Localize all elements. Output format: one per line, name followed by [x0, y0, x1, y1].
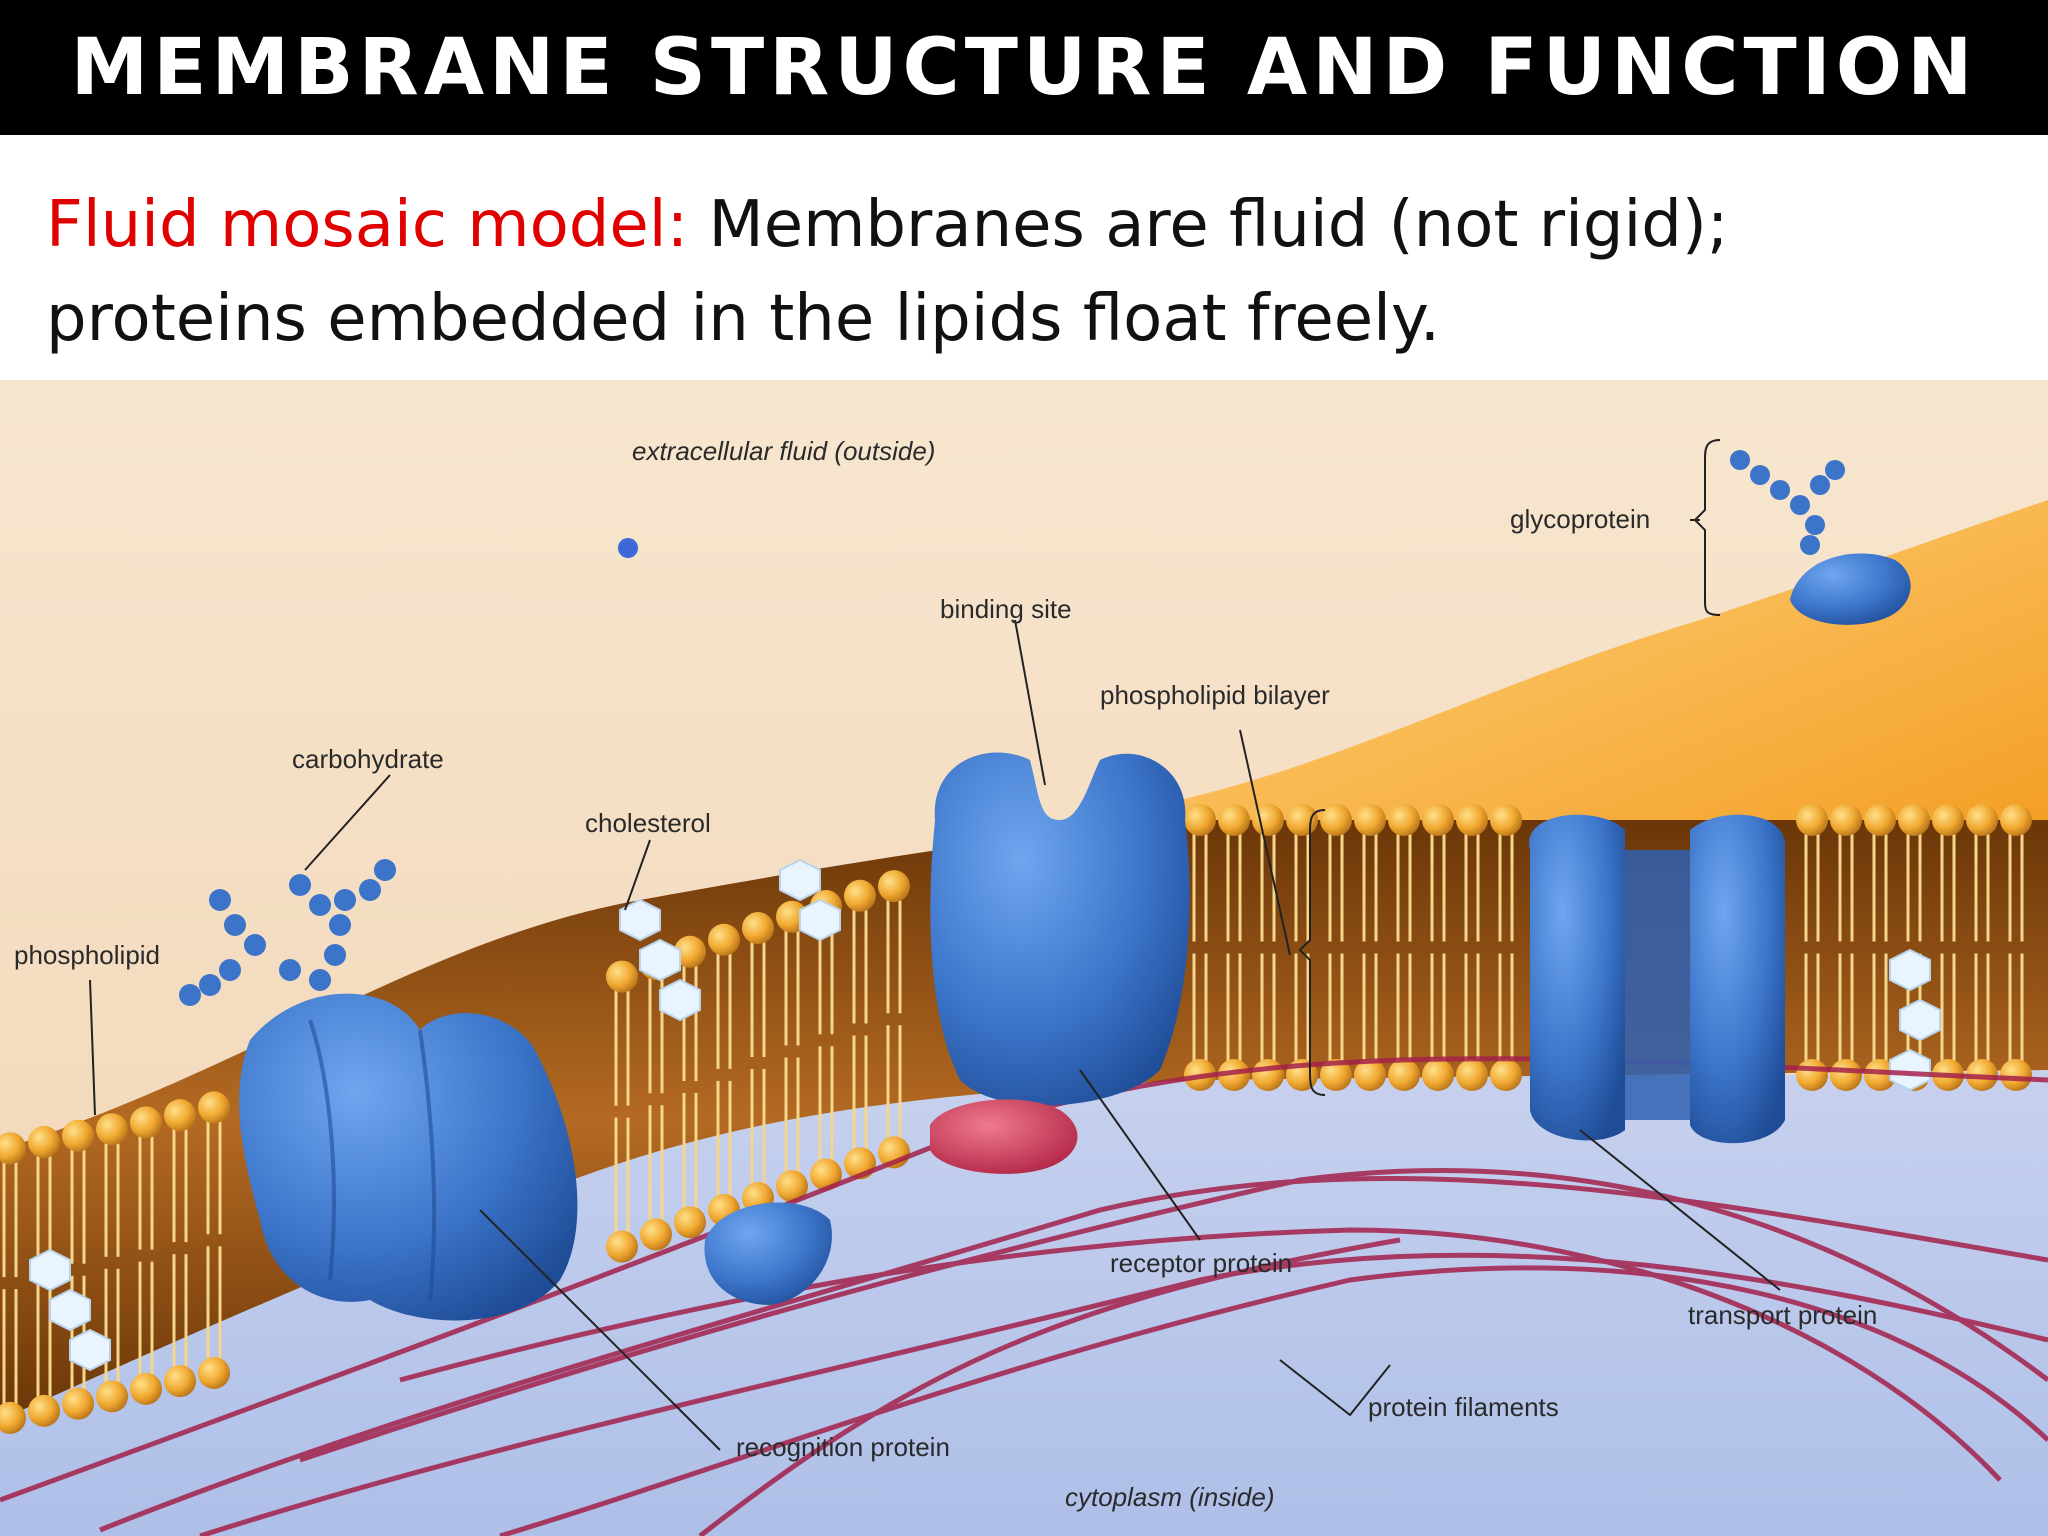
leader-binding-site [1014, 619, 1046, 786]
lipid-head [1864, 804, 1896, 836]
lipid-head [878, 870, 910, 903]
lipid-head [606, 960, 638, 993]
title-bar: MEMBRANE STRUCTURE AND FUNCTION [0, 0, 2048, 135]
lipid-head [674, 935, 706, 968]
lipid-head [96, 1113, 128, 1146]
lipid-head [28, 1394, 60, 1427]
label-receptor-protein: receptor protein [1110, 1248, 1292, 1278]
recognition-protein [239, 993, 578, 1321]
lipid-head [1252, 1059, 1284, 1091]
membrane-diagram: extracellular fluid (outside) glycoprote… [0, 380, 2048, 1536]
lipid-head [96, 1380, 128, 1413]
intro-line2: proteins embedded in the lipids float fr… [46, 282, 1441, 356]
lipid-head [1490, 1059, 1522, 1091]
lipid-head [1252, 804, 1284, 836]
red-peripheral-protein [930, 1099, 1078, 1174]
lipid-head [1864, 1059, 1896, 1091]
lipid-head [1286, 804, 1318, 836]
peripheral-protein [704, 1202, 832, 1305]
lipid-head [1388, 1059, 1420, 1091]
lipid-head [62, 1387, 94, 1420]
label-phospholipid: phospholipid [14, 940, 160, 970]
lipid-head [742, 912, 774, 945]
carbohydrate-chain [179, 859, 396, 1006]
lipid-head [164, 1365, 196, 1398]
label-cholesterol: cholesterol [585, 808, 711, 838]
lipid-head [130, 1372, 162, 1405]
lipid-head [1354, 1059, 1386, 1091]
lipid-head [1490, 804, 1522, 836]
leader-recognition [479, 1209, 721, 1451]
lipid-head [1456, 1059, 1488, 1091]
lipid-head [1796, 804, 1828, 836]
label-cytoplasm: cytoplasm (inside) [1065, 1482, 1275, 1512]
lipid-head [844, 879, 876, 912]
label-glycoprotein: glycoprotein [1510, 504, 1650, 534]
leader-transport [1579, 1129, 1781, 1291]
lipid-head [1354, 804, 1386, 836]
lipid-head [1456, 804, 1488, 836]
lipid-head [1218, 1059, 1250, 1091]
lipid-head [1796, 1059, 1828, 1091]
label-carbohydrate: carbohydrate [292, 744, 444, 774]
free-molecule [618, 538, 638, 558]
lipid-head [810, 1158, 842, 1191]
lipid-head [130, 1106, 162, 1139]
lipid-head [1184, 804, 1216, 836]
lipid-head [1320, 804, 1352, 836]
lipid-head [28, 1126, 60, 1159]
lipid-tails-inner [2, 953, 2024, 1404]
lipid-head [0, 1401, 26, 1434]
lipid-tails-outer [2, 834, 2024, 1278]
leader-receptor [1079, 1069, 1201, 1241]
slide-title: MEMBRANE STRUCTURE AND FUNCTION [70, 22, 1978, 113]
leader-bilayer [1239, 729, 1291, 956]
leader-phospholipid [89, 979, 96, 1116]
lipid-head [1830, 1059, 1862, 1091]
lipid-head [1422, 804, 1454, 836]
leader-cholesterol [624, 839, 651, 911]
lipid-head [62, 1119, 94, 1152]
lipid-head [1422, 1059, 1454, 1091]
intro-term: Fluid mosaic model: [46, 188, 689, 262]
glycoprotein [1730, 450, 1911, 625]
intro-text: Fluid mosaic model: Membranes are fluid … [46, 178, 2006, 366]
lipid-head [640, 1218, 672, 1251]
label-extracellular: extracellular fluid (outside) [632, 436, 935, 466]
lipid-head [776, 1170, 808, 1203]
lipid-head [606, 1230, 638, 1263]
lipid-head [164, 1099, 196, 1132]
label-transport-protein: transport protein [1688, 1300, 1877, 1330]
lipid-head [198, 1091, 230, 1124]
label-phospholipid-bilayer: phospholipid bilayer [1100, 680, 1330, 710]
lipid-head [198, 1356, 230, 1389]
lipid-head [1388, 804, 1420, 836]
intro-line1: Membranes are fluid (not rigid); [708, 188, 1729, 262]
bilayer-bracket [1298, 809, 1326, 1096]
lipid-head [1966, 804, 1998, 836]
lipid-head [2000, 804, 2032, 836]
lipid-head [2000, 1059, 2032, 1091]
cholesterol-molecules [29, 858, 1941, 1372]
lipid-head [1898, 804, 1930, 836]
lipid-head [1320, 1059, 1352, 1091]
label-protein-filaments: protein filaments [1368, 1392, 1559, 1422]
lipid-head [1830, 804, 1862, 836]
lipid-head [708, 923, 740, 956]
lipid-head [1218, 804, 1250, 836]
lipid-head [0, 1132, 26, 1165]
lipid-head [1932, 804, 1964, 836]
label-recognition-protein: recognition protein [736, 1432, 950, 1462]
leader-carbohydrate [304, 774, 391, 871]
lipid-head [674, 1206, 706, 1239]
receptor-protein [930, 752, 1190, 1106]
transport-protein [1529, 814, 1786, 1144]
label-binding-site: binding site [940, 594, 1072, 624]
leader-filaments [1279, 1359, 1391, 1417]
